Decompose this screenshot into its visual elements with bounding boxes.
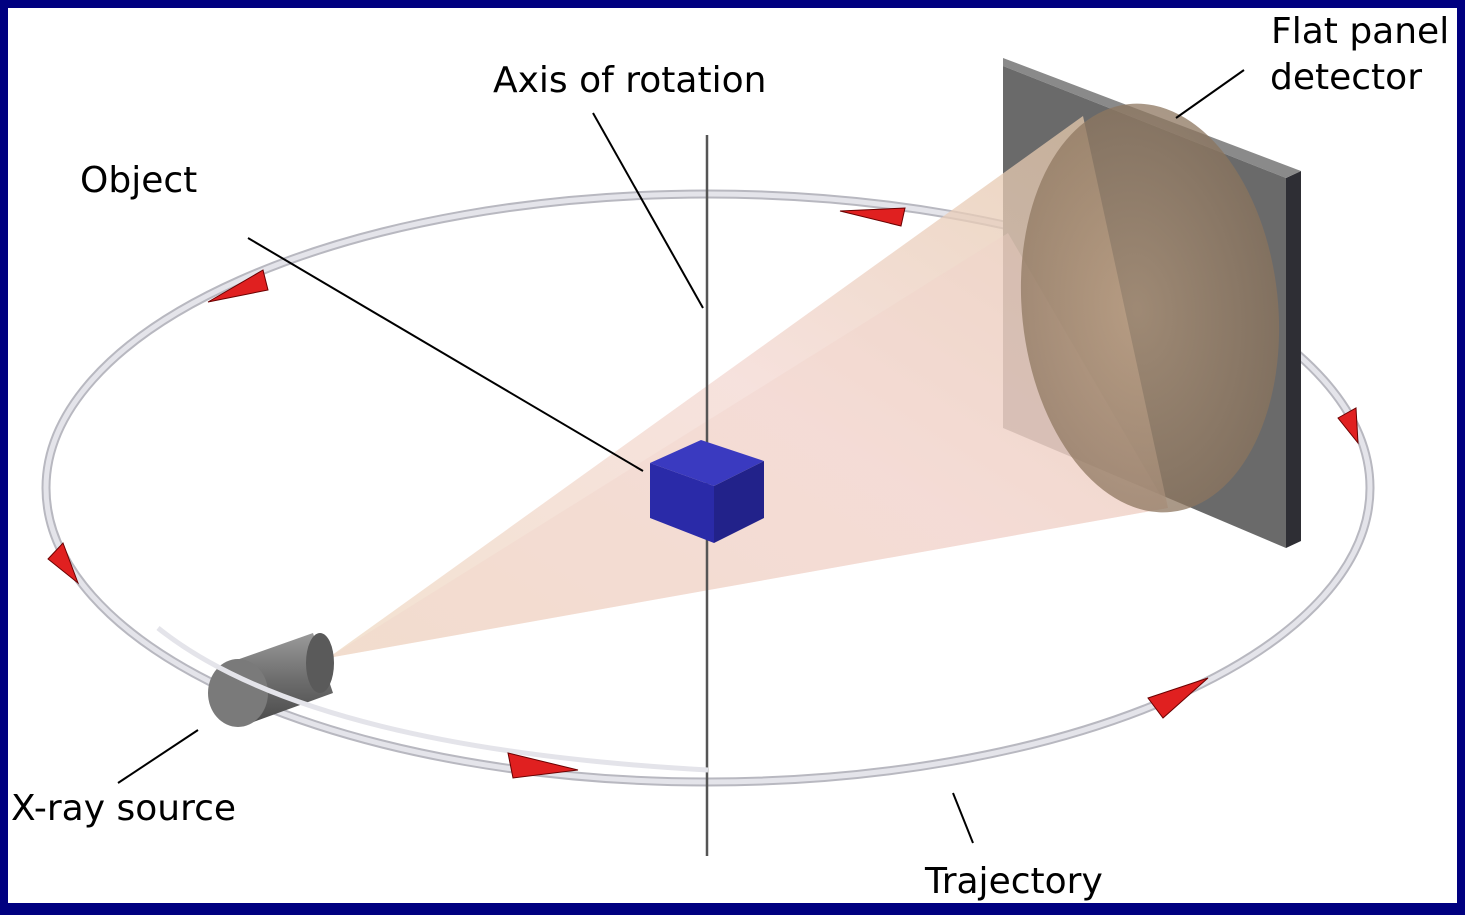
trajectory-leader [952, 792, 974, 844]
object-cube [650, 440, 764, 543]
leader-lines [117, 69, 1245, 844]
label-detector-line2: detector [1270, 57, 1422, 98]
arrow-left [47, 542, 80, 585]
arrow-bottom [507, 752, 579, 779]
ct-scanner-diagram: Axis of rotation Object Flat panel detec… [11, 11, 1449, 902]
cone-beam [328, 103, 1280, 658]
source-leader [117, 729, 199, 784]
label-axis-of-rotation: Axis of rotation [493, 60, 766, 101]
label-trajectory: Trajectory [924, 861, 1103, 902]
label-object: Object [80, 160, 197, 201]
xray-source-cylinder [208, 633, 334, 727]
label-detector-line1: Flat panel [1271, 11, 1449, 52]
arrow-upper-left [207, 269, 269, 303]
arrow-lower-right [1147, 677, 1209, 719]
arrow-top [839, 207, 906, 227]
arrow-right [1337, 407, 1359, 445]
direction-arrows [47, 207, 1359, 779]
label-xray-source: X-ray source [11, 788, 236, 829]
axis-leader [592, 112, 704, 309]
diagram-canvas: Axis of rotation Object Flat panel detec… [8, 8, 1457, 903]
object-leader [247, 237, 644, 472]
detector-leader [1175, 69, 1245, 119]
